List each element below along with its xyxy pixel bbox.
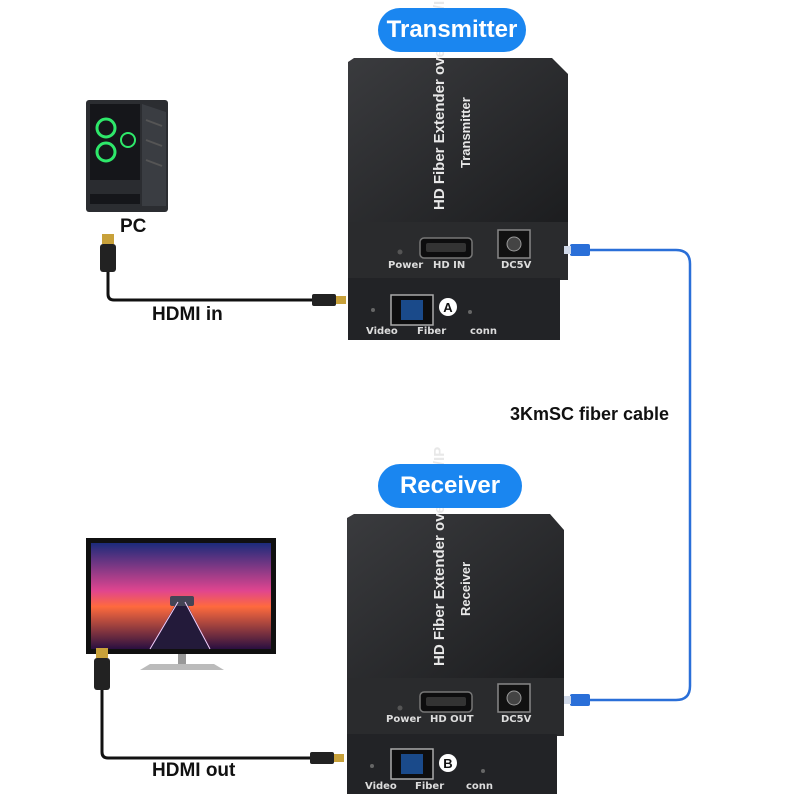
pc-icon: [86, 100, 168, 212]
hdmi-in-label: HDMI in: [152, 304, 223, 325]
fiber-cable: [564, 244, 692, 706]
transmitter-label: Transmitter: [378, 8, 526, 52]
transmitter-port-badge: A: [443, 300, 453, 315]
receiver-device: [347, 514, 564, 794]
receiver-port-badge: B: [443, 756, 452, 771]
rx-port-power: Power: [386, 714, 422, 725]
monitor-icon: [86, 538, 276, 670]
hdmi-in-cable: [100, 234, 346, 306]
tx-port-hd-in: HD IN: [433, 260, 466, 271]
tx-port-fiber: Fiber: [417, 326, 447, 337]
hdmi-out-label: HDMI out: [152, 760, 236, 781]
hdmi-out-cable: [94, 648, 344, 764]
transmitter-role-text: Transmitter: [458, 97, 473, 168]
tx-port-power: Power: [388, 260, 424, 271]
transmitter-device: [348, 58, 568, 340]
rx-port-video: Video: [365, 781, 397, 792]
rx-port-conn: conn: [466, 781, 494, 792]
rx-port-dc5v: DC5V: [501, 714, 532, 725]
tx-port-dc5v: DC5V: [501, 260, 532, 271]
receiver-role-text: Receiver: [458, 562, 473, 616]
receiver-label: Receiver: [378, 464, 522, 508]
transmitter-device-name: HD Fiber Extender over TCP/IP: [431, 0, 448, 210]
pc-label: PC: [120, 216, 147, 237]
tx-port-conn: conn: [470, 326, 498, 337]
rx-port-fiber: Fiber: [415, 781, 445, 792]
tx-port-video: Video: [366, 326, 398, 337]
rx-port-hd-out: HD OUT: [430, 714, 474, 725]
fiber-cable-label: 3KmSC fiber cable: [510, 404, 670, 424]
